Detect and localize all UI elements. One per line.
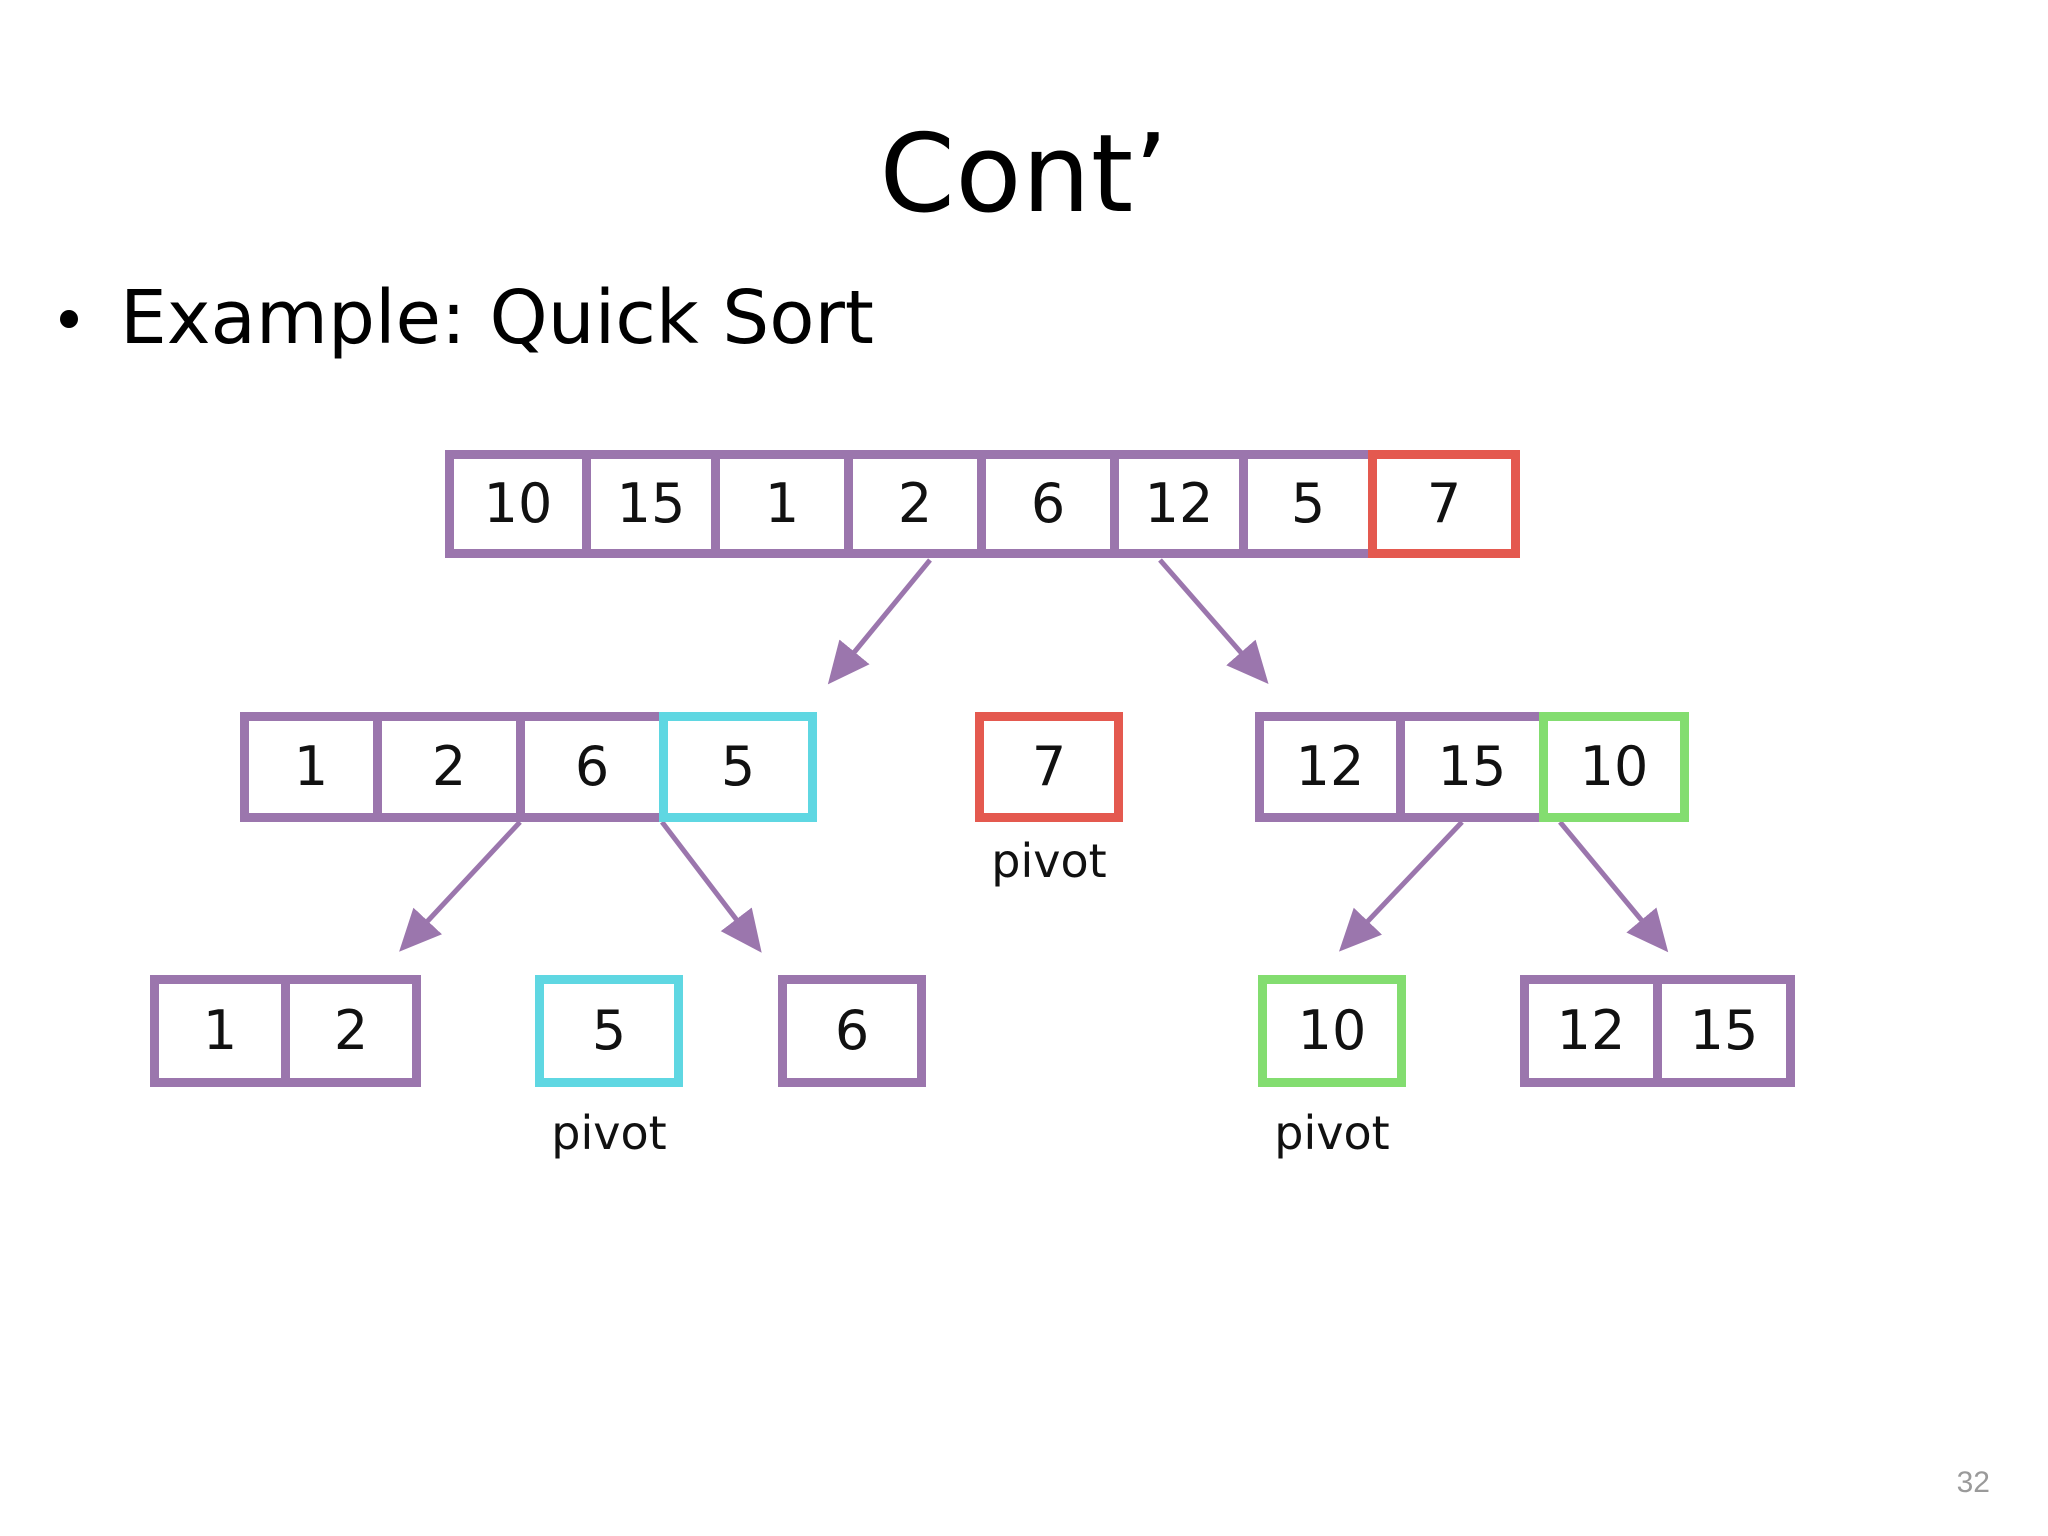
array-cell-pivot-highlight: 7: [1368, 450, 1520, 558]
array-cell: 1: [711, 450, 853, 558]
array-cell: 1: [150, 975, 290, 1087]
array-cell-pivot-highlight: 5: [659, 712, 817, 822]
pivot-label: pivot: [991, 834, 1107, 888]
array-cell: 12: [1110, 450, 1248, 558]
array-cell: 2: [281, 975, 421, 1087]
array-leaf-six: 6: [778, 975, 926, 1087]
bullet-item-label: Example: Quick Sort: [120, 275, 874, 361]
array-pivot-five: 5: [535, 975, 683, 1087]
array-cell: 6: [778, 975, 926, 1087]
array-left-partition: 1 2 6 5: [240, 712, 817, 822]
page-number: 32: [1956, 1466, 1990, 1499]
array-cell: 5: [1239, 450, 1377, 558]
bullet-item: Example: Quick Sort: [60, 275, 874, 361]
array-cell-pivot-highlight: 10: [1539, 712, 1689, 822]
array-cell-pivot-highlight: 7: [975, 712, 1123, 822]
array-cell: 15: [582, 450, 720, 558]
array-leaf-twelve-fifteen: 12 15: [1520, 975, 1795, 1087]
array-cell: 6: [516, 712, 668, 822]
array-cell: 6: [977, 450, 1119, 558]
array-cell: 2: [844, 450, 986, 558]
pivot-label: pivot: [551, 1106, 667, 1160]
pivot-label: pivot: [1274, 1106, 1390, 1160]
bullet-dot-icon: [60, 309, 78, 328]
page-title: Cont’: [879, 112, 1169, 237]
array-leaf-one-two: 1 2: [150, 975, 421, 1087]
array-cell: 10: [445, 450, 591, 558]
array-cell: 15: [1653, 975, 1795, 1087]
array-pivot-seven: 7: [975, 712, 1123, 822]
array-cell: 2: [373, 712, 525, 822]
array-root-array: 10 15 1 2 6 12 5 7: [445, 450, 1520, 558]
array-cell: 12: [1255, 712, 1405, 822]
array-cell-pivot-highlight: 10: [1258, 975, 1406, 1087]
array-cell: 1: [240, 712, 382, 822]
array-pivot-ten: 10: [1258, 975, 1406, 1087]
array-cell-pivot-highlight: 5: [535, 975, 683, 1087]
array-cell: 12: [1520, 975, 1662, 1087]
array-right-partition: 12 15 10: [1255, 712, 1689, 822]
array-cell: 15: [1396, 712, 1548, 822]
